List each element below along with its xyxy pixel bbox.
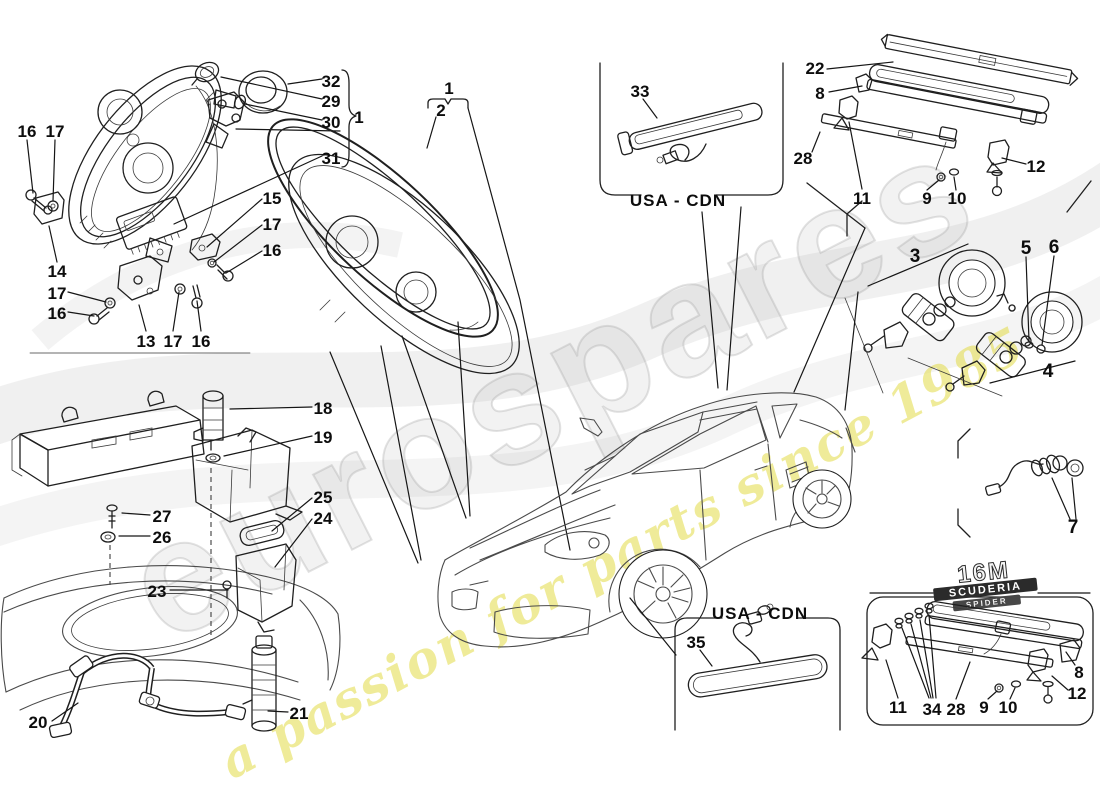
callout-13: 13 xyxy=(137,332,156,351)
callout-26: 26 xyxy=(153,528,172,547)
callout-12: 12 xyxy=(1068,684,1087,703)
ring-32 xyxy=(238,70,288,114)
callout-28: 28 xyxy=(794,149,813,168)
washer-icon xyxy=(104,297,116,309)
gasket-assembly xyxy=(267,98,571,564)
headlight-assembly xyxy=(25,61,357,354)
ballast-unit xyxy=(115,196,188,255)
callout-32: 32 xyxy=(322,72,341,91)
callout-35: 35 xyxy=(687,633,706,652)
callout-16: 16 xyxy=(48,304,67,323)
badge-spider-text: SPIDER xyxy=(966,596,1009,609)
callout-30: 30 xyxy=(322,113,341,132)
callout-16: 16 xyxy=(192,332,211,351)
callout-9: 9 xyxy=(979,698,988,717)
car-illustration xyxy=(437,392,856,648)
callout-21: 21 xyxy=(290,704,309,723)
callout-23: 23 xyxy=(148,582,167,601)
callout-9: 9 xyxy=(922,189,931,208)
scuderia-16m-badge: 16M SCUDERIA SPIDER xyxy=(933,556,1038,612)
callout-31: 31 xyxy=(322,149,341,168)
callout-labels: 32 29 30 1 31 16 17 14 17 16 13 17 16 15… xyxy=(18,59,1087,732)
callout-16: 16 xyxy=(18,122,37,141)
washer-pump-tank xyxy=(11,390,313,640)
callout-1: 1 xyxy=(354,108,363,127)
high-brake-light-usa xyxy=(599,62,784,391)
callout-10: 10 xyxy=(999,698,1018,717)
bulb-holder-7 xyxy=(957,428,1084,538)
taillight-assemblies xyxy=(844,200,1083,411)
side-marker-usa xyxy=(629,597,841,731)
callout-19: 19 xyxy=(314,428,333,447)
callout-34: 34 xyxy=(923,700,942,719)
callout-7: 7 xyxy=(1068,517,1079,538)
callout-2: 2 xyxy=(436,101,445,120)
callout-11: 11 xyxy=(853,189,871,208)
callout-15: 15 xyxy=(263,189,282,208)
callout-17: 17 xyxy=(263,215,282,234)
callout-27: 27 xyxy=(153,507,172,526)
cap-29 xyxy=(191,61,220,86)
usa-cdn-label-bottom: USA - CDN xyxy=(712,604,808,623)
callout-25: 25 xyxy=(314,488,333,507)
callout-5: 5 xyxy=(1021,238,1032,259)
spider-brake-light-box: 16M SCUDERIA SPIDER xyxy=(861,556,1094,726)
callout-33: 33 xyxy=(631,82,650,101)
callout-16: 16 xyxy=(263,241,282,260)
callout-29: 29 xyxy=(322,92,341,111)
screw-icon xyxy=(88,307,110,325)
callout-12: 12 xyxy=(1027,157,1046,176)
screw-icon xyxy=(191,284,203,309)
callout-14: 14 xyxy=(48,262,67,281)
front-bumper-washer xyxy=(0,497,341,739)
callout-11: 11 xyxy=(889,698,907,717)
screw-icon xyxy=(25,189,47,212)
callout-28: 28 xyxy=(947,700,966,719)
rear-spoiler-brake-light xyxy=(793,33,1092,393)
callout-6: 6 xyxy=(1049,237,1060,258)
screw-icon xyxy=(216,264,234,282)
callout-10: 10 xyxy=(948,189,967,208)
usa-cdn-label-top: USA - CDN xyxy=(630,191,726,210)
callout-3: 3 xyxy=(910,246,921,267)
washer-icon xyxy=(207,258,217,268)
callout-1: 1 xyxy=(444,79,453,98)
callout-24: 24 xyxy=(314,509,333,528)
callout-17: 17 xyxy=(48,284,67,303)
callout-20: 20 xyxy=(29,713,48,732)
watermark-swoosh xyxy=(0,162,1100,547)
callout-8: 8 xyxy=(815,84,824,103)
callout-22: 22 xyxy=(806,59,825,78)
callout-18: 18 xyxy=(314,399,333,418)
callout-4: 4 xyxy=(1043,361,1054,382)
callout-8: 8 xyxy=(1074,663,1083,682)
callout-17: 17 xyxy=(46,122,65,141)
washer-icon xyxy=(174,283,186,295)
callout-17: 17 xyxy=(164,332,183,351)
